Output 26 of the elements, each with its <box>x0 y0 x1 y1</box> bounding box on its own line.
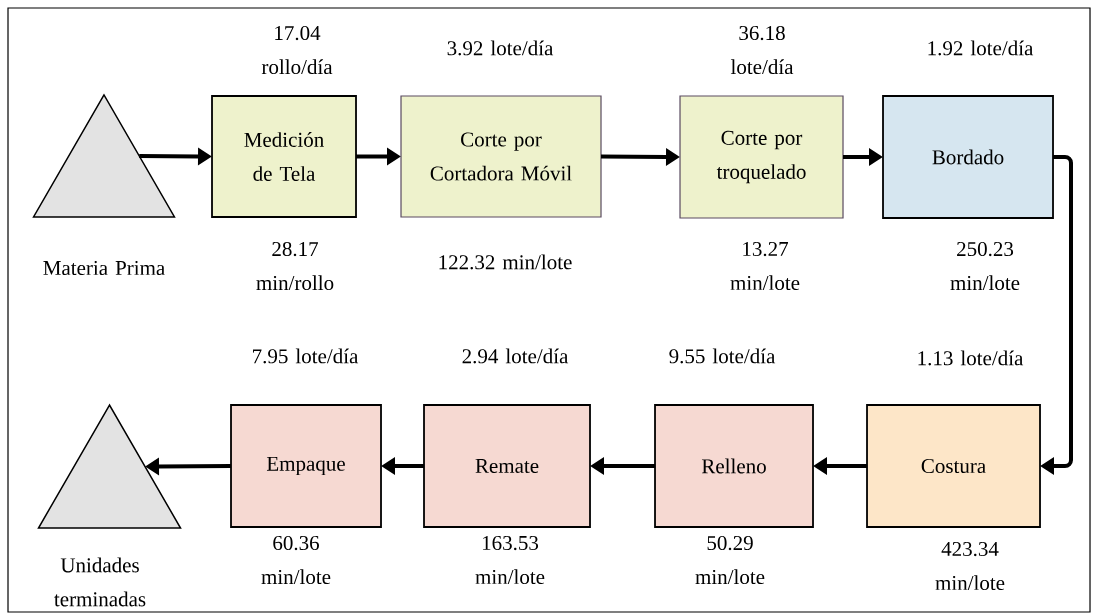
rate-label: 3.92 lote/día <box>447 40 554 56</box>
time-label: 60.36 min/lote <box>261 535 331 585</box>
process-box: Medición de Tela <box>211 95 357 218</box>
time-label: 50.29 min/lote <box>695 535 765 585</box>
time-label: 13.27 min/lote <box>730 241 800 291</box>
time-label: 250.23 min/lote <box>950 241 1020 291</box>
rate-label: 2.94 lote/día <box>462 348 569 364</box>
node-label: Unidades terminadas <box>54 557 146 607</box>
rate-label: 17.04 rollo/día <box>261 25 333 75</box>
rate-label: 1.13 lote/día <box>918 350 1024 366</box>
rate-label: 1.92 lote/día <box>928 40 1034 56</box>
time-label: 122.32 min/lote <box>439 254 572 270</box>
rate-label: 36.18 lote/día <box>730 25 794 75</box>
rate-label: 7.95 lote/día <box>253 348 359 364</box>
rate-label: 9.55 lote/día <box>669 348 776 364</box>
time-label: 163.53 min/lote <box>475 535 545 585</box>
time-label: 28.17 min/rollo <box>256 241 334 291</box>
node-label: Materia Prima <box>43 260 165 276</box>
process-box: Corte por troquelado <box>679 95 844 219</box>
process-box: Bordado <box>882 95 1054 219</box>
process-box: Costura <box>866 404 1041 528</box>
process-box: Empaque <box>230 404 382 528</box>
time-label: 423.34 min/lote <box>935 541 1005 591</box>
process-box: Corte por Cortadora Móvil <box>400 95 602 218</box>
process-box: Relleno <box>654 404 814 528</box>
process-box: Remate <box>423 404 591 528</box>
